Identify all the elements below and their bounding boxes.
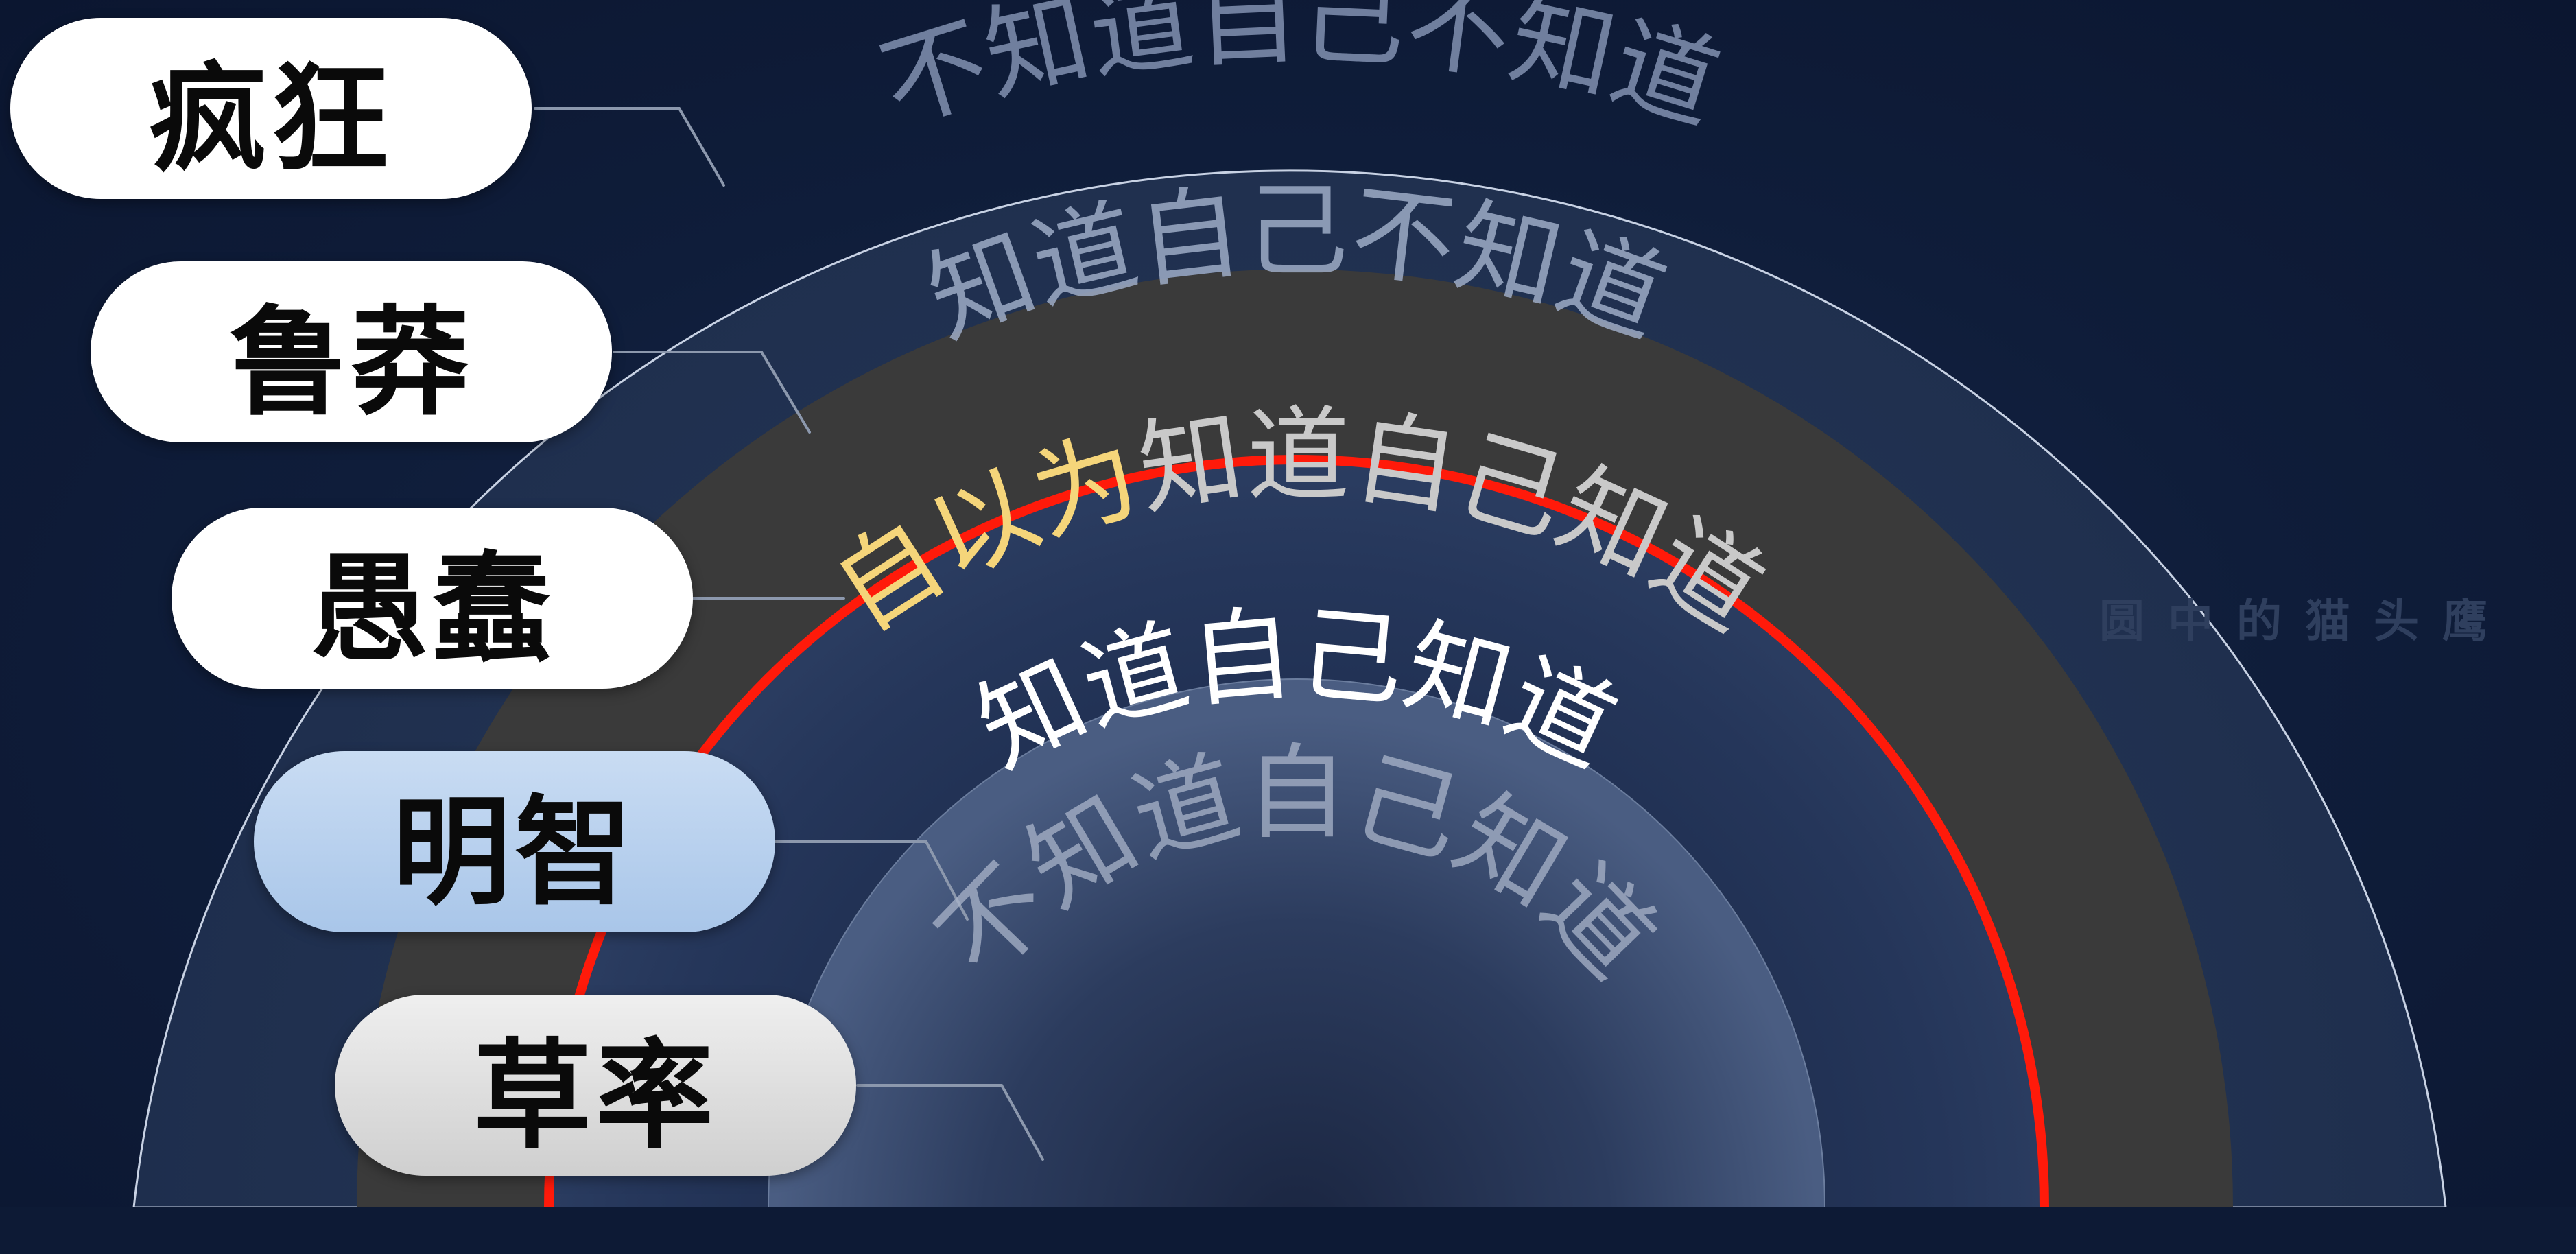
watermark: 圆中的猫头鹰 <box>2099 594 2511 648</box>
level-pill-hasty: 草率 <box>335 995 856 1176</box>
core-circle <box>767 678 1826 1208</box>
connector-2 <box>613 351 811 434</box>
connector-5 <box>856 1084 1044 1161</box>
connector-1 <box>534 107 725 187</box>
level-pill-reckless: 鲁莽 <box>91 261 612 442</box>
level-pill-crazy: 疯狂 <box>10 18 532 199</box>
level-pill-wise: 明智 <box>254 751 775 932</box>
level-pill-foolish: 愚蠢 <box>172 508 693 689</box>
baseline-mask <box>0 1207 2576 1254</box>
ring-label-crazy: 不知道自己不知道 <box>868 0 1732 146</box>
connector-4 <box>774 840 969 921</box>
